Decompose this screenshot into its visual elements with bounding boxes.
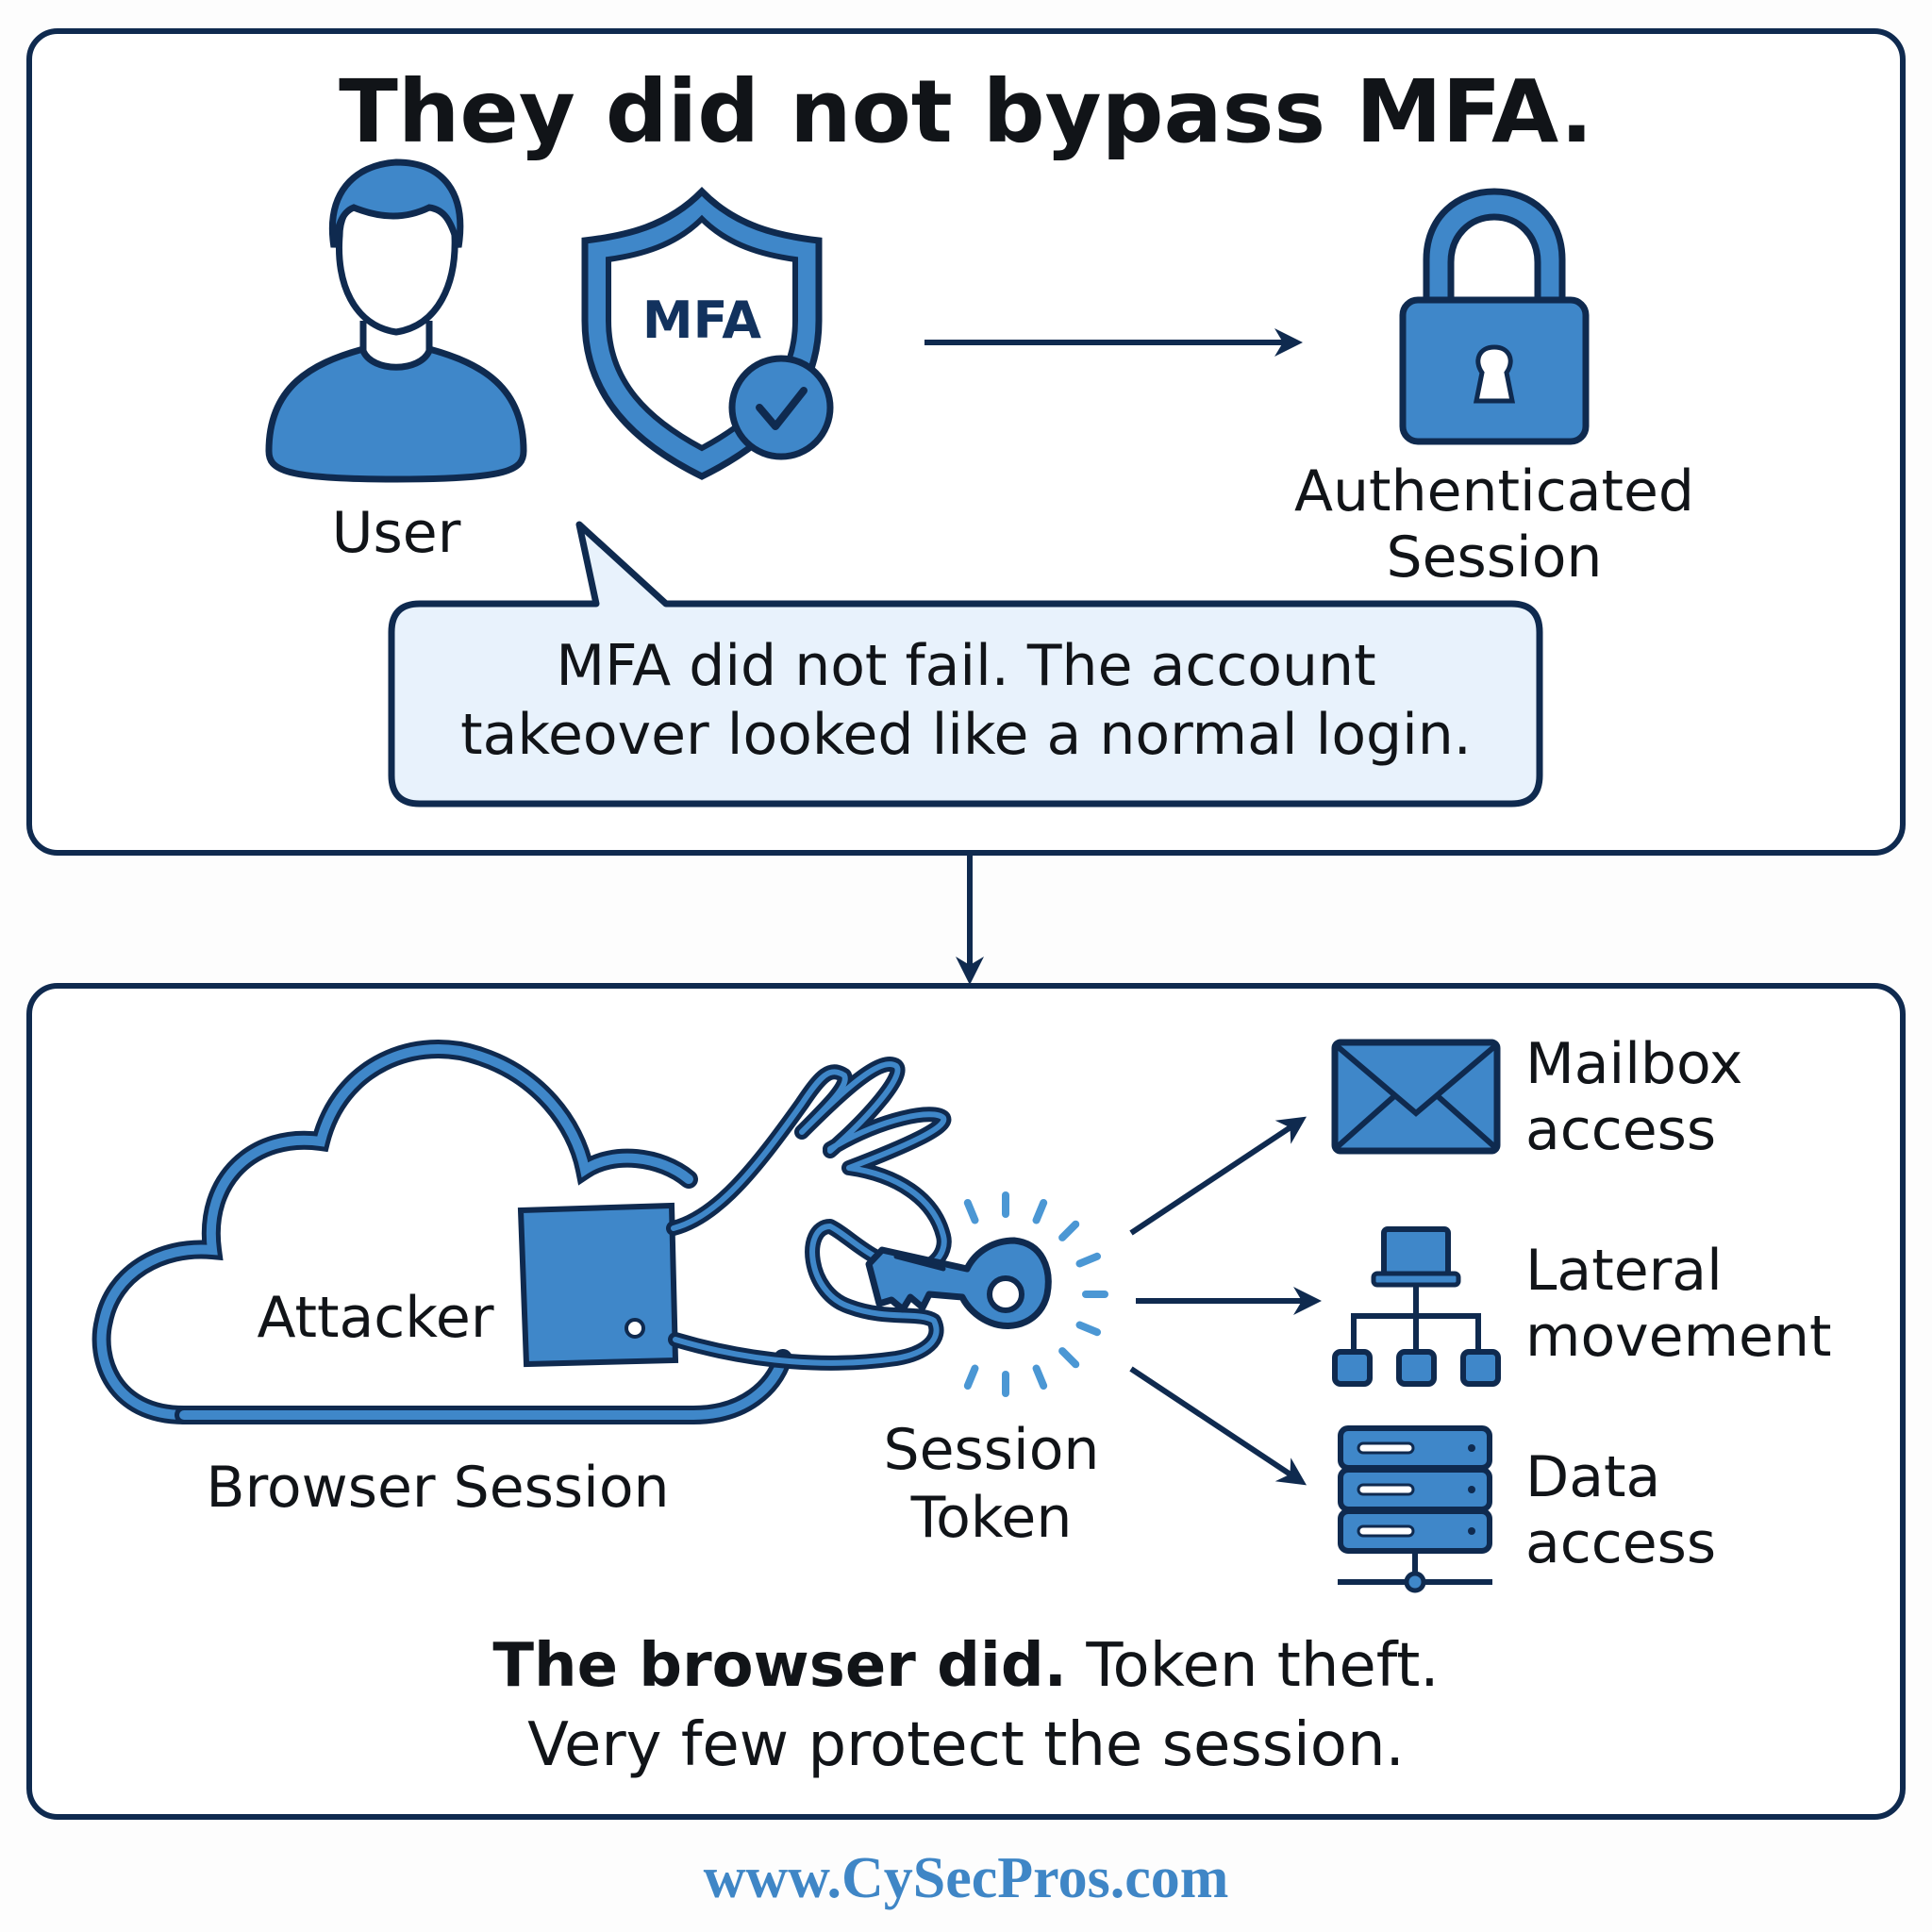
outcome-1-line1: Mailbox bbox=[1525, 1031, 1742, 1097]
summary-rest: Token theft. bbox=[1067, 1631, 1440, 1701]
arrow-to-mailbox bbox=[1129, 1116, 1307, 1236]
cloud-label: Browser Session bbox=[206, 1455, 669, 1521]
summary-bold: The browser did. bbox=[492, 1631, 1067, 1701]
outcome-3-line2: access bbox=[1525, 1510, 1716, 1576]
shield-label: MFA bbox=[642, 291, 761, 350]
website-link[interactable]: www.CySecPros.com bbox=[704, 1846, 1229, 1910]
cloud-icon bbox=[92, 1040, 792, 1424]
token-label-line1: Session bbox=[884, 1417, 1100, 1483]
glow-ray bbox=[1058, 1347, 1080, 1369]
glow-ray bbox=[1032, 1198, 1048, 1224]
network-icon bbox=[1332, 1226, 1501, 1387]
token-label-line2: Token bbox=[910, 1485, 1073, 1551]
glow-ray bbox=[963, 1198, 979, 1224]
user-icon bbox=[265, 158, 527, 483]
glow-ray bbox=[1075, 1321, 1102, 1337]
bubble-line1: MFA did not fail. The account bbox=[556, 633, 1375, 699]
outcome-1-line2: access bbox=[1525, 1097, 1716, 1163]
lock-label-line1: Authenticated bbox=[1294, 458, 1694, 525]
speech-bubble: MFA did not fail. The account takeover l… bbox=[388, 521, 1543, 808]
outcome-3-line1: Data bbox=[1525, 1444, 1660, 1510]
sleeve-icon bbox=[517, 1202, 679, 1368]
summary-line2: Very few protect the session. bbox=[527, 1710, 1405, 1780]
check-badge-icon bbox=[728, 355, 834, 460]
attacker-label: Attacker bbox=[258, 1285, 494, 1351]
outcome-2-line2: movement bbox=[1525, 1304, 1832, 1370]
arrow-to-data bbox=[1129, 1366, 1307, 1486]
glow-rays bbox=[963, 1191, 1108, 1397]
glow-ray bbox=[963, 1364, 979, 1391]
envelope-icon bbox=[1331, 1039, 1501, 1155]
hand-icon bbox=[666, 1057, 952, 1371]
server-icon bbox=[1338, 1425, 1492, 1593]
outcome-2-line1: Lateral bbox=[1525, 1238, 1723, 1304]
bottom-panel: Attacker Browser Session Session Token bbox=[26, 983, 1906, 1820]
lock-icon bbox=[1399, 188, 1590, 445]
glow-ray bbox=[1032, 1364, 1048, 1391]
glow-ray bbox=[1075, 1252, 1102, 1268]
lock-label-line2: Session bbox=[1387, 525, 1603, 591]
glow-ray bbox=[1058, 1220, 1080, 1241]
key-icon bbox=[865, 1237, 1052, 1329]
bubble-line2: takeover looked like a normal login. bbox=[460, 702, 1472, 768]
top-panel: They did not bypass MFA. User MFA Authen bbox=[26, 28, 1906, 856]
user-label: User bbox=[332, 500, 461, 566]
page-title: They did not bypass MFA. bbox=[339, 61, 1593, 162]
summary-line1: The browser did. Token theft. bbox=[492, 1631, 1439, 1701]
